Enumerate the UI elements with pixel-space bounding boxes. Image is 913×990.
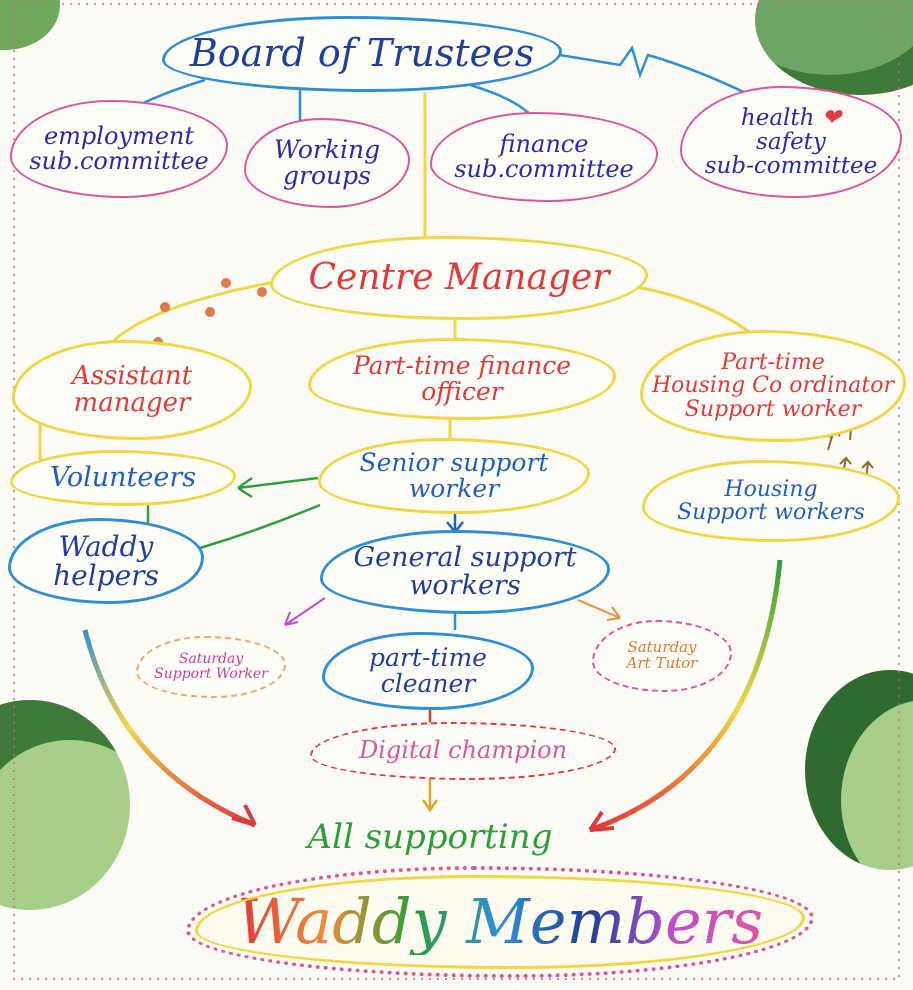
housing-coord-line-3: Support worker xyxy=(684,396,862,422)
helpers-line-2: helpers xyxy=(53,559,159,592)
all-supporting-text: All supporting xyxy=(260,812,600,864)
finance-officer-line-2: officer xyxy=(421,377,503,406)
helpers-line-1: Waddy xyxy=(58,529,154,563)
finance-sub-line-2: sub.committee xyxy=(454,155,634,183)
node-board-of-trustees: Board of Trustees xyxy=(162,16,562,92)
page-border xyxy=(13,3,900,980)
digital-label: Digital champion xyxy=(358,736,568,765)
working-line-2: groups xyxy=(283,161,371,190)
all-supporting-label: All supporting xyxy=(307,817,553,858)
sat-support-line-1: Saturday xyxy=(178,651,244,668)
manager-label: Centre Manager xyxy=(308,257,610,299)
finance-officer-line-1: Part-time finance xyxy=(352,350,572,380)
node-digital-champion: Digital champion xyxy=(310,722,616,780)
housing-coord-line-1: Part-time xyxy=(721,350,825,376)
arrow-general-art-tutor xyxy=(577,599,621,621)
general-line-2: workers xyxy=(409,570,521,601)
line-board-health xyxy=(559,45,761,102)
health-line-2: safety xyxy=(756,128,826,155)
health-line-1: health ❤ xyxy=(705,106,878,130)
employment-line-2: sub.committee xyxy=(29,147,209,175)
housing-coord-line-2: Housing Co ordinator xyxy=(651,373,894,399)
health-word: health xyxy=(740,104,815,131)
node-centre-manager: Centre Manager xyxy=(270,236,648,320)
art-tutor-line-1: Saturday xyxy=(627,638,697,657)
arrow-digital-all xyxy=(421,778,439,813)
finance-sub-line-1: finance xyxy=(499,129,589,158)
arrowhead-volunteers xyxy=(237,476,253,499)
employment-line-1: employment xyxy=(43,121,195,150)
node-waddy-members: Waddy Members xyxy=(186,866,814,978)
general-line-1: General support xyxy=(353,541,577,573)
volunteers-label: Volunteers xyxy=(49,461,197,493)
housing-support-line-1: Housing xyxy=(724,476,818,502)
rainbow-arrowhead-right xyxy=(588,810,615,832)
board-label: Board of Trustees xyxy=(189,31,535,76)
members-label: Waddy Members xyxy=(236,885,764,959)
housing-support-line-2: Support workers xyxy=(677,500,865,525)
arrow-general-saturday-support xyxy=(284,597,326,626)
cleaner-line-1: part-time xyxy=(369,642,487,672)
arrow-senior-helpers xyxy=(199,503,321,550)
assistant-line-2: manager xyxy=(73,388,191,418)
rainbow-arrowhead-left xyxy=(231,804,257,827)
art-tutor-line-2: Art Tutor xyxy=(626,654,698,672)
health-line-3: sub-committee xyxy=(704,153,878,180)
node-volunteers: Volunteers xyxy=(10,450,236,506)
working-line-1: Working xyxy=(273,134,381,164)
sat-support-line-2: Support Worker xyxy=(154,666,268,682)
assistant-line-1: Assistant xyxy=(71,360,193,391)
cleaner-line-2: cleaner xyxy=(380,669,476,698)
rainbow-arrow-right xyxy=(589,559,783,833)
arrow-senior-volunteers xyxy=(237,476,319,490)
senior-line-2: worker xyxy=(408,474,500,503)
heart-icon: ❤ xyxy=(821,104,842,131)
rainbow-arrow-left xyxy=(82,629,256,828)
senior-line-1: Senior support xyxy=(359,447,549,477)
